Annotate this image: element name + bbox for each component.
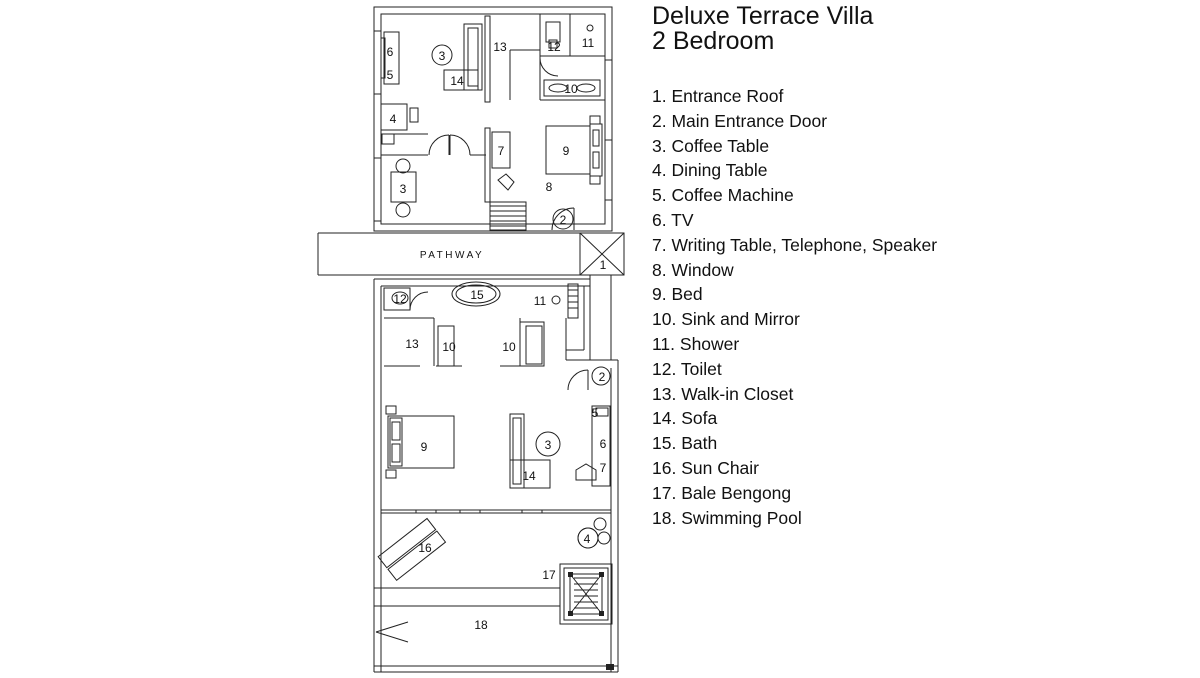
legend-list: 1. Entrance Roof 2. Main Entrance Door 3. … xyxy=(652,84,937,530)
legend-item: 14. Sofa xyxy=(652,408,718,429)
legend-item: 11. Shower xyxy=(652,333,740,354)
title-line-2: 2 Bedroom xyxy=(652,27,775,55)
page-title: Deluxe Terrace Villa 2 Bedroom xyxy=(652,4,1192,54)
marker-sofa: 14 xyxy=(522,469,536,483)
legend-item: 3. Coffee Table xyxy=(652,135,770,156)
bottom-unit-walls xyxy=(373,275,619,673)
marker-circle xyxy=(431,44,453,66)
marker-window: 8 xyxy=(546,180,553,194)
top-unit-furniture xyxy=(380,21,603,231)
marker-door: 2 xyxy=(599,370,606,384)
title-line-1: Deluxe Terrace Villa xyxy=(652,2,874,30)
marker-circle xyxy=(591,366,611,386)
entrance-roof xyxy=(579,232,625,276)
top-unit-walls xyxy=(373,6,613,232)
marker-coffee-machine: 5 xyxy=(592,406,599,420)
bottom-unit-furniture xyxy=(377,281,613,625)
marker-bath: 15 xyxy=(470,288,484,302)
legend-item: 18. Swimming Pool xyxy=(652,507,802,528)
marker-coffee-machine: 5 xyxy=(387,68,394,82)
legend-item: 17. Bale Bengong xyxy=(652,482,792,503)
marker-toilet: 12 xyxy=(547,40,561,54)
pathway-label: PATHWAY xyxy=(420,250,484,261)
villa-floor-plan: 6 5 3 14 13 12 11 10 4 7 9 8 3 2 1 12 15… xyxy=(317,6,625,673)
legend-item: 7. Writing Table, Telephone, Speaker xyxy=(652,234,938,255)
marker-writing: 7 xyxy=(498,144,505,158)
marker-dining: 4 xyxy=(390,112,397,126)
legend-item: 13. Walk-in Closet xyxy=(652,383,794,404)
marker-sink: 10 xyxy=(442,340,456,354)
legend-item: 5. Coffee Machine xyxy=(652,185,794,206)
legend-item: 12. Toilet xyxy=(652,358,722,379)
marker-sun-chair: 16 xyxy=(418,541,432,555)
marker-circle xyxy=(552,208,574,230)
marker-sink: 10 xyxy=(564,82,578,96)
marker-coffee-table: 3 xyxy=(439,49,446,63)
legend-item: 1. Entrance Roof xyxy=(652,86,784,106)
marker-coffee-table: 3 xyxy=(400,182,407,196)
marker-door: 2 xyxy=(560,213,567,227)
legend-item: 9. Bed xyxy=(652,284,703,305)
marker-bed: 9 xyxy=(421,440,428,454)
pathway xyxy=(317,232,604,276)
marker-tv: 6 xyxy=(600,437,607,451)
marker-pool: 18 xyxy=(474,618,488,632)
legend-item: 4. Dining Table xyxy=(652,160,768,181)
legend-item: 6. TV xyxy=(652,209,694,230)
marker-roof: 1 xyxy=(600,258,607,272)
marker-shower: 11 xyxy=(534,294,547,308)
marker-sink: 10 xyxy=(502,340,516,354)
marker-sofa: 14 xyxy=(450,74,464,88)
marker-coffee-table: 3 xyxy=(545,438,552,452)
legend-item: 2. Main Entrance Door xyxy=(652,110,828,131)
marker-circle xyxy=(577,527,599,549)
marker-shower: 11 xyxy=(582,36,595,50)
marker-dining: 4 xyxy=(584,532,591,546)
bale-posts xyxy=(568,572,614,670)
marker-writing: 7 xyxy=(600,461,607,475)
marker-toilet: 12 xyxy=(393,292,407,306)
marker-closet: 13 xyxy=(405,337,419,351)
legend-item: 15. Bath xyxy=(652,433,718,454)
legend-item: 16. Sun Chair xyxy=(652,457,760,478)
marker-tv: 6 xyxy=(387,45,394,59)
legend-item: 10. Sink and Mirror xyxy=(652,309,800,330)
marker-bale: 17 xyxy=(542,568,556,582)
marker-closet: 13 xyxy=(493,40,507,54)
legend-item: 8. Window xyxy=(652,259,734,280)
marker-bed: 9 xyxy=(563,144,570,158)
